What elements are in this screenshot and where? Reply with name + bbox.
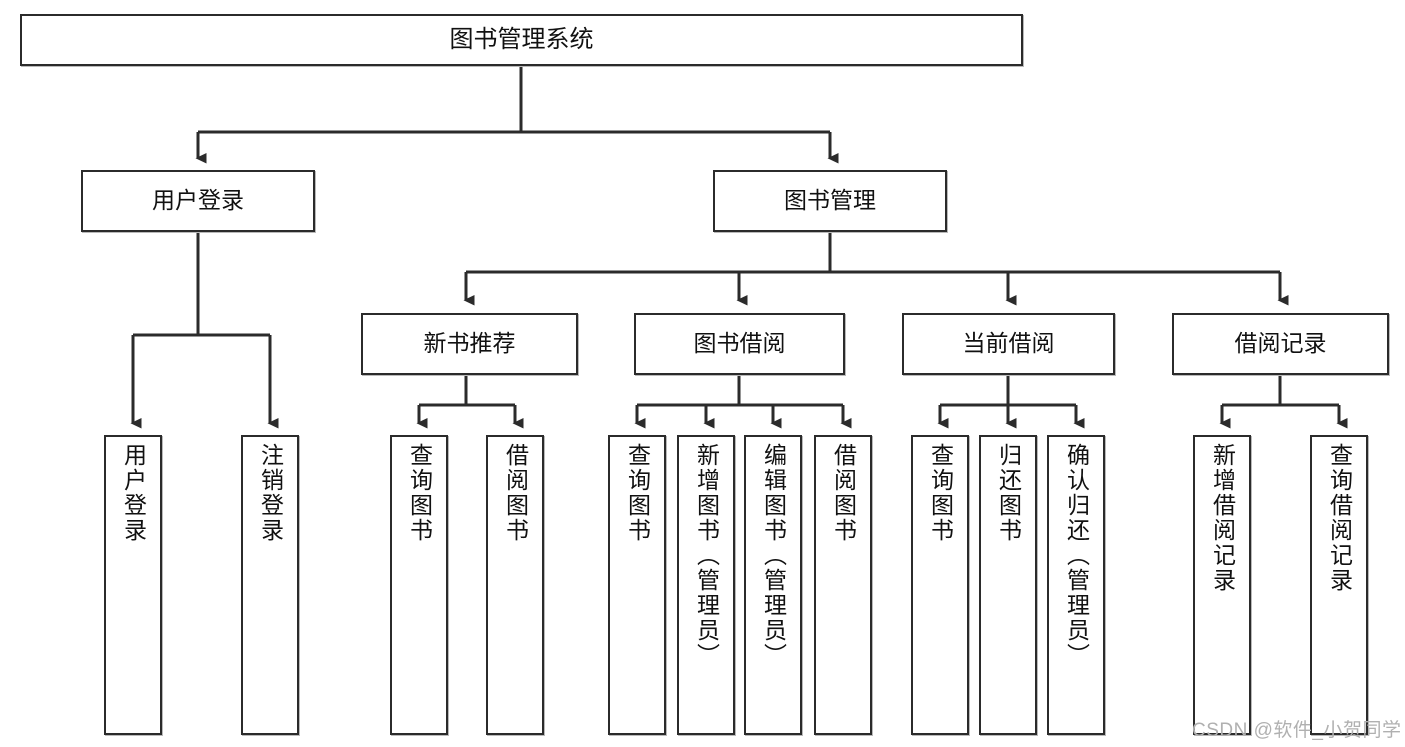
node-label: 注销登录 — [257, 443, 284, 543]
node-book-management[interactable]: 图书管理 — [713, 170, 947, 232]
node-label: 查询借阅记录 — [1326, 443, 1353, 593]
leaf-borrow-book-new-rec[interactable]: 借阅图书 — [486, 435, 544, 735]
node-label: 当前借阅 — [962, 330, 1055, 357]
csdn-watermark: CSDN @软件_小贺同学 — [1192, 720, 1402, 741]
node-label: 借阅图书 — [830, 443, 857, 543]
node-label: 用户登录 — [120, 443, 147, 543]
leaf-return-book[interactable]: 归还图书 — [979, 435, 1037, 735]
node-label: 查询图书 — [927, 443, 954, 543]
node-user-login[interactable]: 用户登录 — [81, 170, 315, 232]
node-label: 查询图书 — [406, 443, 433, 543]
node-label: 图书管理系统 — [449, 25, 594, 53]
node-label: 借阅记录 — [1234, 330, 1327, 357]
leaf-query-borrow-record[interactable]: 查询借阅记录 — [1310, 435, 1368, 735]
node-label: 查询图书 — [624, 443, 651, 543]
leaf-query-book-current[interactable]: 查询图书 — [911, 435, 969, 735]
leaf-logout-login[interactable]: 注销登录 — [241, 435, 299, 735]
node-label: 用户登录 — [152, 187, 244, 214]
node-root-book-management-system[interactable]: 图书管理系统 — [20, 14, 1023, 66]
leaf-confirm-return-admin[interactable]: 确认归还（管理员） — [1047, 435, 1105, 735]
leaf-borrow-book-borrow[interactable]: 借阅图书 — [814, 435, 872, 735]
leaf-add-book-admin[interactable]: 新增图书（管理员） — [677, 435, 735, 735]
node-label: 图书管理 — [784, 187, 876, 214]
node-label: 确认归还（管理员） — [1063, 443, 1090, 668]
leaf-user-login[interactable]: 用户登录 — [104, 435, 162, 735]
node-label: 借阅图书 — [502, 443, 529, 543]
node-label: 新书推荐 — [423, 330, 516, 357]
node-label: 编辑图书（管理员） — [760, 443, 787, 668]
leaf-edit-book-admin[interactable]: 编辑图书（管理员） — [744, 435, 802, 735]
leaf-add-borrow-record[interactable]: 新增借阅记录 — [1193, 435, 1251, 735]
leaf-query-book-new-rec[interactable]: 查询图书 — [390, 435, 448, 735]
node-current-borrow[interactable]: 当前借阅 — [902, 313, 1115, 375]
leaf-query-book-borrow[interactable]: 查询图书 — [608, 435, 666, 735]
node-label: 新增图书（管理员） — [693, 443, 720, 668]
node-label: 图书借阅 — [693, 330, 786, 357]
node-label: 新增借阅记录 — [1209, 443, 1236, 593]
node-label: 归还图书 — [995, 443, 1022, 543]
node-borrow-record[interactable]: 借阅记录 — [1172, 313, 1389, 375]
node-book-borrow[interactable]: 图书借阅 — [634, 313, 845, 375]
node-new-book-recommendation[interactable]: 新书推荐 — [361, 313, 578, 375]
